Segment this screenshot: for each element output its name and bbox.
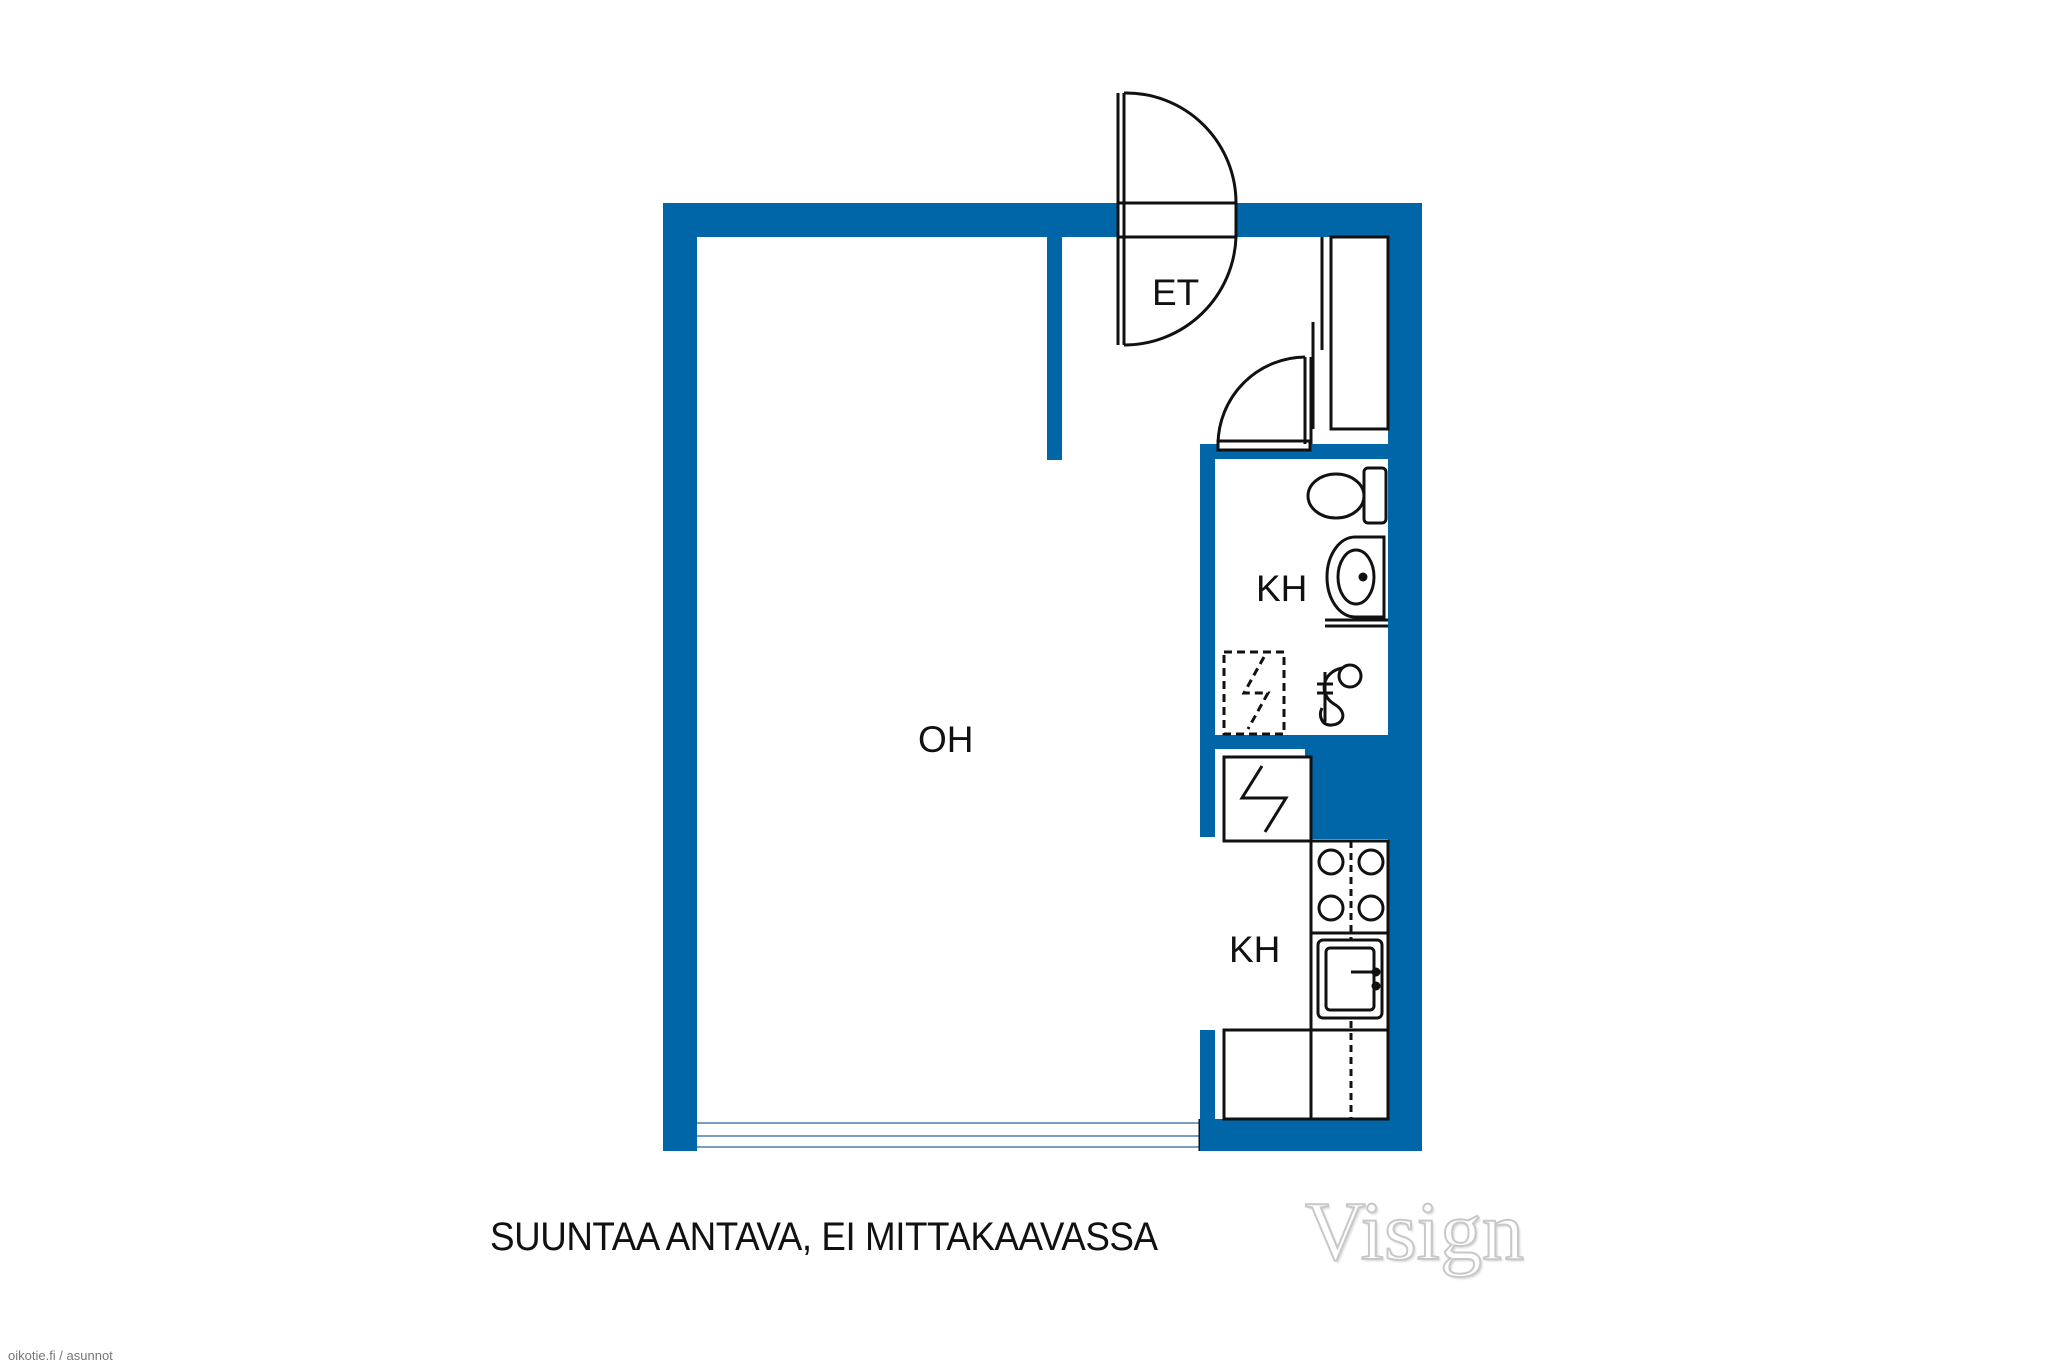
entrance-door-swing [1116,91,1238,347]
source-watermark: oikotie.fi / asunnot [8,1348,113,1363]
room-label-hall: ET [1152,272,1199,313]
bathroom-door-swing [1216,355,1313,452]
room-label-kitchen: KH [1229,929,1280,970]
entrance-opening [1118,203,1236,237]
balcony-window [697,1119,1202,1151]
shower-icon [1317,663,1363,727]
brand-logo: Visign [1304,1184,1525,1279]
outer-walls [663,203,1422,1151]
stove [1317,848,1385,922]
room-label-bathroom: KH [1256,568,1307,609]
toilet [1306,466,1388,525]
wash-basin [1325,535,1388,628]
scale-disclaimer: SUUNTAA ANTAVA, EI MITTAKAAVASSA [490,1215,1158,1259]
wardrobe [1311,235,1390,431]
washing-machine-space [1222,650,1286,736]
electric-cabinet [1222,755,1313,843]
kitchen-sink [1316,938,1384,1020]
room-label-living: OH [918,719,974,760]
